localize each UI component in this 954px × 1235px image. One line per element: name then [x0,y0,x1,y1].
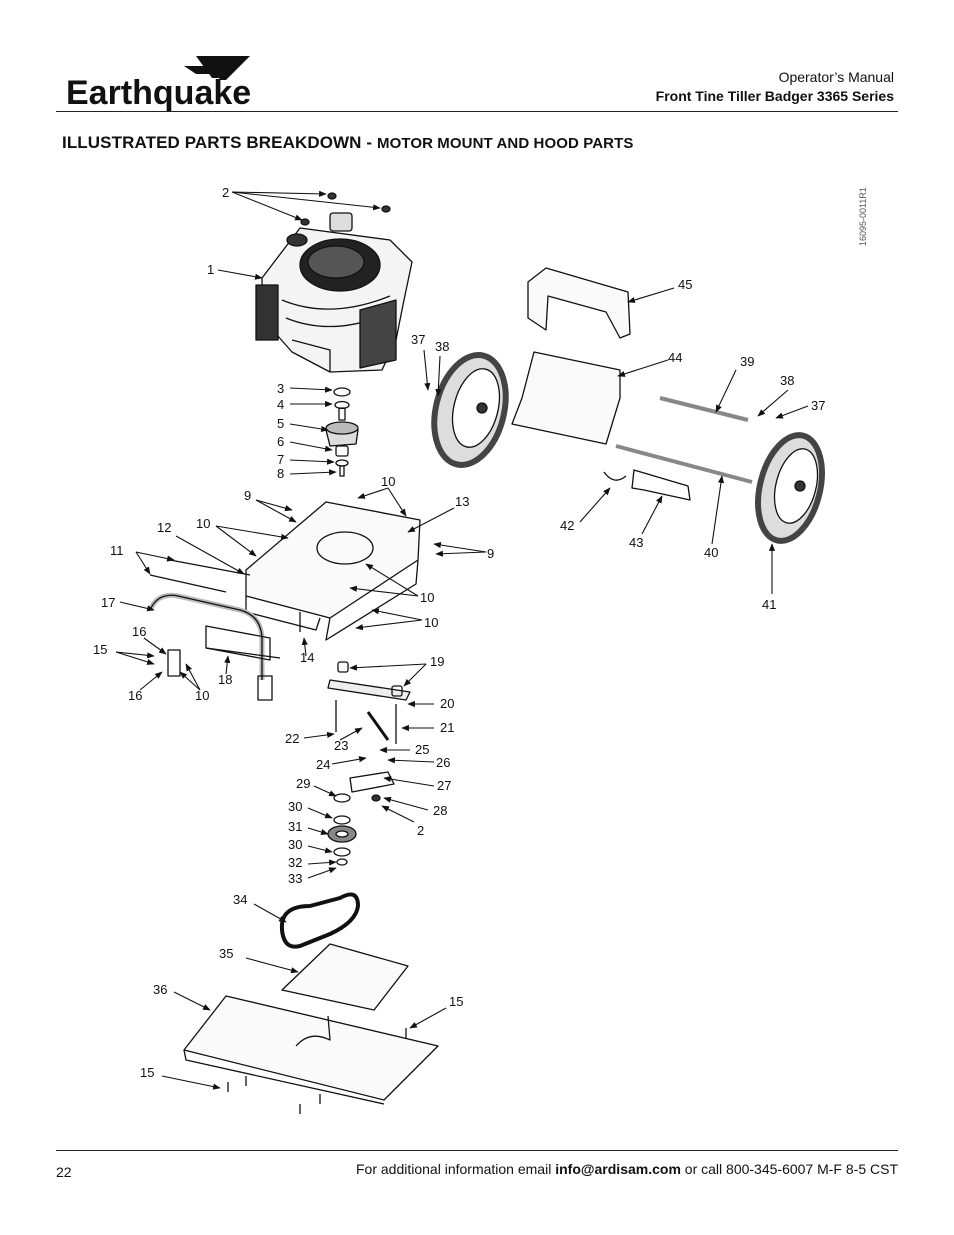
callout-38: 38 [435,339,449,354]
model-label: Front Tine Tiller Badger 3365 Series [655,88,894,104]
callout-10: 10 [196,516,210,531]
rear-bracket-part [527,267,631,339]
callout-1: 1 [207,262,214,277]
callout-8: 8 [277,466,284,481]
callout-24: 24 [316,757,330,772]
callout-16: 16 [128,688,142,703]
callout-25: 25 [415,742,429,757]
page-header: Operator’s Manual Front Tine Tiller Badg… [656,68,894,106]
callout-27: 27 [437,778,451,793]
callout-10: 10 [424,615,438,630]
footer-info-prefix: For additional information email [356,1161,556,1177]
callout-23: 23 [334,738,348,753]
right-wheel [755,432,825,544]
hardware-stack [300,192,391,477]
callout-16: 16 [132,624,146,639]
callout-14: 14 [300,650,314,665]
footer-contact: For additional information email info@ar… [356,1161,898,1177]
wheel-mount-plate [511,351,621,445]
callout-9: 9 [487,546,494,561]
callout-4: 4 [277,397,284,412]
belt-cover-plate [281,943,409,1011]
page-number: 22 [56,1164,72,1180]
engine-part [255,212,413,373]
callout-2: 2 [417,823,424,838]
axle-arm-part [631,469,691,501]
callout-9: 9 [244,488,251,503]
callout-31: 31 [288,819,302,834]
drive-belt [279,892,360,949]
motor-mount-plate [245,501,421,641]
callout-30: 30 [288,837,302,852]
hood-part [183,995,439,1114]
callout-11: 11 [110,543,124,558]
axle-40 [615,444,753,484]
footer-divider [56,1150,898,1151]
callout-20: 20 [440,696,454,711]
callout-30: 30 [288,799,302,814]
section-title-main: ILLUSTRATED PARTS BREAKDOWN - [62,133,377,152]
callout-37: 37 [811,398,825,413]
callout-3: 3 [277,381,284,396]
callout-18: 18 [218,672,232,687]
footer-info-suffix: or call 800-345-6007 M-F 8-5 CST [680,1161,898,1177]
callout-6: 6 [277,434,284,449]
callout-32: 32 [288,855,302,870]
callout-42: 42 [560,518,574,533]
handle-assembly [147,559,281,701]
earthquake-chevron-logo-icon [184,56,250,80]
section-title: ILLUSTRATED PARTS BREAKDOWN - MOTOR MOUN… [62,133,633,153]
brand-wordmark: Earthquake [66,74,251,112]
callout-7: 7 [277,452,284,467]
callout-15: 15 [140,1065,154,1080]
callout-41: 41 [762,597,776,612]
callout-15: 15 [93,642,107,657]
callout-10: 10 [195,688,209,703]
callout-40: 40 [704,545,718,560]
callout-21: 21 [440,720,454,735]
callout-44: 44 [668,350,682,365]
axle-39 [659,396,749,422]
callout-13: 13 [455,494,469,509]
callout-22: 22 [285,731,299,746]
footer-email-link[interactable]: info@ardisam.com [555,1161,681,1177]
callout-35: 35 [219,946,233,961]
callout-45: 45 [678,277,692,292]
idler-arm-assembly [327,661,411,866]
callout-39: 39 [740,354,754,369]
section-title-sub: MOTOR MOUNT AND HOOD PARTS [376,135,634,152]
axle-clip-part [603,471,627,481]
left-wheel [431,352,509,468]
callout-38: 38 [780,373,794,388]
callout-26: 26 [436,755,450,770]
callout-33: 33 [288,871,302,886]
callout-12: 12 [157,520,171,535]
callout-43: 43 [629,535,643,550]
callout-15: 15 [449,994,463,1009]
header-divider [56,111,898,112]
callout-37: 37 [411,332,425,347]
callout-34: 34 [233,892,247,907]
callout-17: 17 [101,595,115,610]
callout-10: 10 [420,590,434,605]
callout-5: 5 [277,416,284,431]
callout-10: 10 [381,474,395,489]
callout-29: 29 [296,776,310,791]
manual-label: Operator’s Manual [778,69,894,85]
callout-36: 36 [153,982,167,997]
callout-28: 28 [433,803,447,818]
earthquake-logo: Earthquake [66,56,251,112]
callout-19: 19 [430,654,444,669]
callout-2: 2 [222,185,229,200]
